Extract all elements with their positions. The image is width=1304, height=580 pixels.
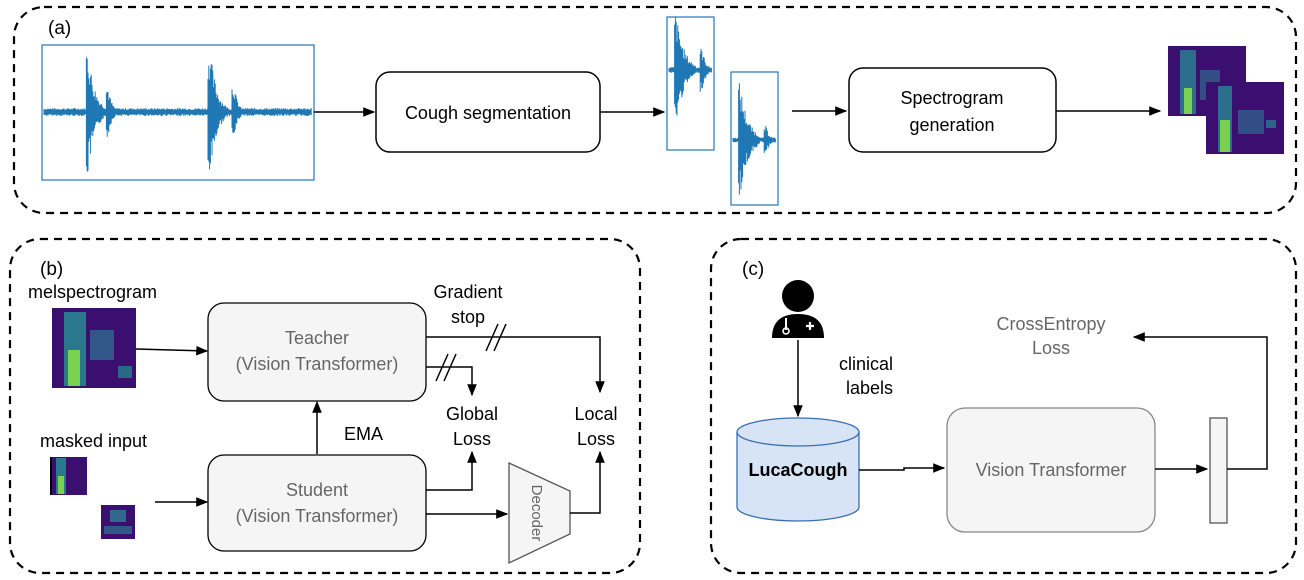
melspectrogram-image: [52, 308, 136, 388]
grad-stop-mark-1a: [485, 323, 499, 352]
segmented-cough-1: [666, 16, 715, 151]
masked-input-label: masked input: [40, 431, 147, 451]
student-label-1: Student: [286, 480, 348, 500]
spectrogram-generation-label-2: generation: [909, 115, 994, 135]
panel-a-frame: [12, 5, 1298, 215]
teacher-label-1: Teacher: [285, 328, 349, 348]
arrow-head-to-loss: [1132, 332, 1268, 470]
spectrogram-generation-box: Spectrogram generation: [848, 67, 1057, 153]
arrow-mel-to-teacher: [135, 345, 209, 356]
raw-audio-waveform: [41, 44, 315, 181]
grad-stop-mark-1b: [493, 323, 507, 352]
crossentropy-loss-label-2: Loss: [1032, 338, 1070, 358]
student-box: Student (Vision Transformer): [207, 454, 427, 552]
arrow-teacher-to-global-loss: [426, 366, 477, 397]
panel-c-frame: [709, 237, 1298, 575]
masked-input-patch-2: [101, 505, 135, 539]
grad-stop-mark-2a: [435, 353, 449, 382]
arrow-student-to-global-loss: [426, 450, 477, 491]
panel-b-frame: [8, 237, 642, 575]
crossentropy-loss-label-1: CrossEntropy: [996, 314, 1105, 334]
panel-a-label: (a): [48, 18, 71, 39]
vision-transformer-label: Vision Transformer: [976, 460, 1127, 480]
spectrogram-generation-label-1: Spectrogram: [900, 88, 1003, 108]
gradient-stop-label-2: stop: [451, 307, 485, 327]
cough-segmentation-box: Cough segmentation: [375, 71, 601, 153]
classification-head: [1209, 417, 1228, 524]
local-loss-label-2: Loss: [577, 429, 615, 449]
arrow-database-to-vit: [859, 463, 946, 473]
melspectrogram-label: melspectrogram: [28, 282, 157, 302]
segmented-cough-2: [730, 71, 779, 206]
global-loss-label-2: Loss: [453, 429, 491, 449]
student-label-2: (Vision Transformer): [236, 506, 399, 526]
output-spectrogram-2: [1206, 82, 1284, 154]
lucacough-database: LucaCough: [736, 417, 860, 522]
gradient-stop-label-1: Gradient: [433, 282, 502, 302]
arrow-decoder-to-local-loss: [570, 450, 605, 514]
clinical-labels-label-2: labels: [846, 378, 893, 398]
grad-stop-mark-2b: [443, 353, 457, 382]
cough-segmentation-label: Cough segmentation: [405, 103, 571, 123]
decoder-label: Decoder: [528, 485, 545, 542]
doctor-icon: [772, 280, 824, 338]
decoder-block: Decoder: [508, 461, 571, 565]
panel-b-label: (b): [40, 259, 63, 280]
vision-transformer-box: Vision Transformer: [946, 407, 1156, 533]
ema-label: EMA: [344, 424, 383, 444]
masked-input-patch-1: [50, 457, 87, 495]
arrow-teacher-to-local-loss: [426, 336, 605, 394]
teacher-box: Teacher (Vision Transformer): [207, 302, 427, 402]
clinical-labels-label-1: clinical: [839, 354, 893, 374]
lucacough-label: LucaCough: [749, 460, 848, 480]
teacher-label-2: (Vision Transformer): [236, 354, 399, 374]
global-loss-label-1: Global: [446, 404, 498, 424]
local-loss-label-1: Local: [574, 404, 617, 424]
panel-c-label: (c): [742, 259, 764, 280]
